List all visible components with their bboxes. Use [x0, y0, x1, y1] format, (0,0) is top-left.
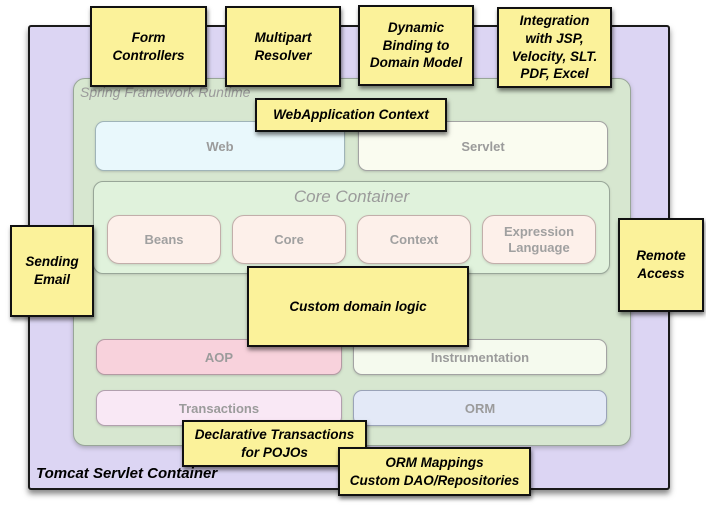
aop-layer-label: AOP — [204, 349, 234, 365]
module-box-context: Context — [357, 215, 471, 264]
transactions-layer-label: Transactions — [178, 400, 260, 416]
module-box-expression-language: Expression Language — [482, 215, 596, 264]
note-declarative-transactions-text: Declarative Transactions for POJOs — [194, 426, 355, 460]
module-label-expression-language: Expression Language — [503, 223, 575, 255]
module-box-beans: Beans — [107, 215, 221, 264]
note-form-controllers-text: Form Controllers — [112, 29, 185, 63]
web-layer-label: Web — [206, 138, 234, 154]
note-dynamic-binding: Dynamic Binding to Domain Model — [358, 5, 474, 86]
note-remote-access-text: Remote Access — [636, 248, 686, 281]
note-dynamic-binding-text: Dynamic Binding to Domain Model — [369, 19, 463, 71]
note-integration-views-text: Integration with JSP, Velocity, SLT. PDF… — [511, 12, 598, 82]
core-container-modules: Beans Core Context Expression Language — [107, 215, 596, 264]
module-box-core: Core — [232, 215, 346, 264]
note-multipart-resolver-text: Multipart Resolver — [254, 29, 312, 63]
spring-framework-runtime-label: Spring Framework Runtime — [80, 84, 251, 100]
orm-layer-box: ORM — [353, 390, 607, 426]
note-form-controllers: Form Controllers — [90, 6, 207, 87]
note-webapplication-context: WebApplication Context — [255, 98, 447, 132]
orm-layer-label: ORM — [464, 400, 496, 416]
note-orm-mappings: ORM Mappings Custom DAO/Repositories — [338, 447, 531, 496]
note-sending-email-text: Sending Email — [25, 254, 79, 287]
note-custom-domain-logic: Custom domain logic — [247, 266, 469, 347]
note-webapplication-context-text: WebApplication Context — [273, 107, 429, 123]
note-sending-email: Sending Email — [10, 225, 94, 317]
core-container-title: Core Container — [293, 187, 410, 206]
note-orm-mappings-text: ORM Mappings Custom DAO/Repositories — [349, 454, 520, 488]
core-container-panel: Core Container Beans Core Context Expres… — [93, 181, 610, 274]
note-multipart-resolver: Multipart Resolver — [225, 6, 341, 87]
servlet-layer-label: Servlet — [461, 138, 505, 154]
module-label-core: Core — [274, 231, 304, 247]
instrumentation-layer-label: Instrumentation — [430, 349, 530, 365]
tomcat-container-label: Tomcat Servlet Container — [36, 465, 218, 482]
note-remote-access: Remote Access — [618, 218, 704, 312]
module-label-beans: Beans — [144, 231, 184, 247]
note-declarative-transactions: Declarative Transactions for POJOs — [182, 420, 367, 467]
module-label-context: Context — [389, 231, 439, 247]
note-integration-views: Integration with JSP, Velocity, SLT. PDF… — [497, 7, 612, 88]
note-custom-domain-logic-text: Custom domain logic — [289, 298, 427, 314]
